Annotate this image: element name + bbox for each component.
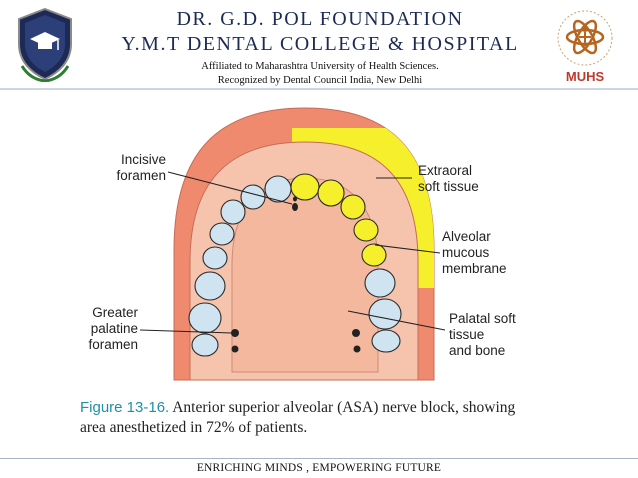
incisive-foramen-dot-2 — [293, 196, 297, 202]
tooth-l-molar-2 — [188, 302, 222, 334]
tooth-r-premolar-1 — [353, 218, 379, 242]
affiliation-text: Affiliated to Maharashtra University of … — [201, 61, 439, 72]
teeth — [188, 173, 402, 357]
tooth-r-premolar-2 — [361, 243, 387, 267]
tooth-r-canine — [340, 194, 366, 220]
college-shield-logo — [18, 7, 72, 82]
figure-caption-text: Anterior superior alveolar (ASA) nerve b… — [80, 399, 516, 436]
muhs-logo: MUHS — [557, 10, 613, 84]
college-title: Y.M.T DENTAL COLLEGE & HOSPITAL — [121, 33, 519, 55]
lesser-palatine-foramen-left — [231, 345, 239, 353]
footer-divider — [0, 458, 638, 459]
tooth-l-molar-1 — [194, 271, 226, 301]
tooth-l-molar-3 — [191, 333, 219, 357]
header: DR. G.D. POL FOUNDATION Y.M.T DENTAL COL… — [0, 0, 638, 88]
tooth-l-premolar-2 — [202, 246, 228, 270]
incisive-foramen-dot — [292, 203, 298, 211]
foramina — [231, 196, 361, 353]
leader-greater-palatine — [139, 329, 233, 334]
header-divider — [0, 88, 638, 90]
tooth-r-molar-1 — [364, 268, 396, 298]
leader-incisive — [167, 171, 293, 205]
leader-palatal — [347, 310, 446, 331]
leader-lines — [139, 171, 446, 334]
tooth-r-molar-3 — [371, 329, 401, 353]
tooth-l-incisor-2 — [240, 184, 266, 210]
tooth-l-canine — [220, 199, 246, 225]
foundation-title: DR. G.D. POL FOUNDATION — [176, 8, 464, 30]
muhs-logo-text: MUHS — [566, 69, 605, 84]
tooth-r-incisor-2 — [317, 179, 345, 207]
footer-tagline: ENRICHING MINDS , EMPOWERING FUTURE — [196, 462, 442, 474]
tooth-l-premolar-1 — [209, 222, 235, 246]
leader-alveolar — [374, 244, 441, 254]
lesser-palatine-foramen-right — [353, 345, 361, 353]
tooth-r-incisor-1 — [290, 173, 320, 201]
tooth-r-molar-2 — [368, 298, 402, 330]
recognition-text: Recognized by Dental Council India, New … — [217, 75, 423, 86]
figure-caption: Figure 13-16. Anterior superior alveolar… — [80, 398, 540, 438]
greater-palatine-foramen-right — [352, 329, 360, 337]
greater-palatine-foramen-left — [231, 329, 239, 337]
figure-number: Figure 13-16. — [80, 399, 170, 416]
tooth-l-incisor-1 — [264, 175, 292, 203]
